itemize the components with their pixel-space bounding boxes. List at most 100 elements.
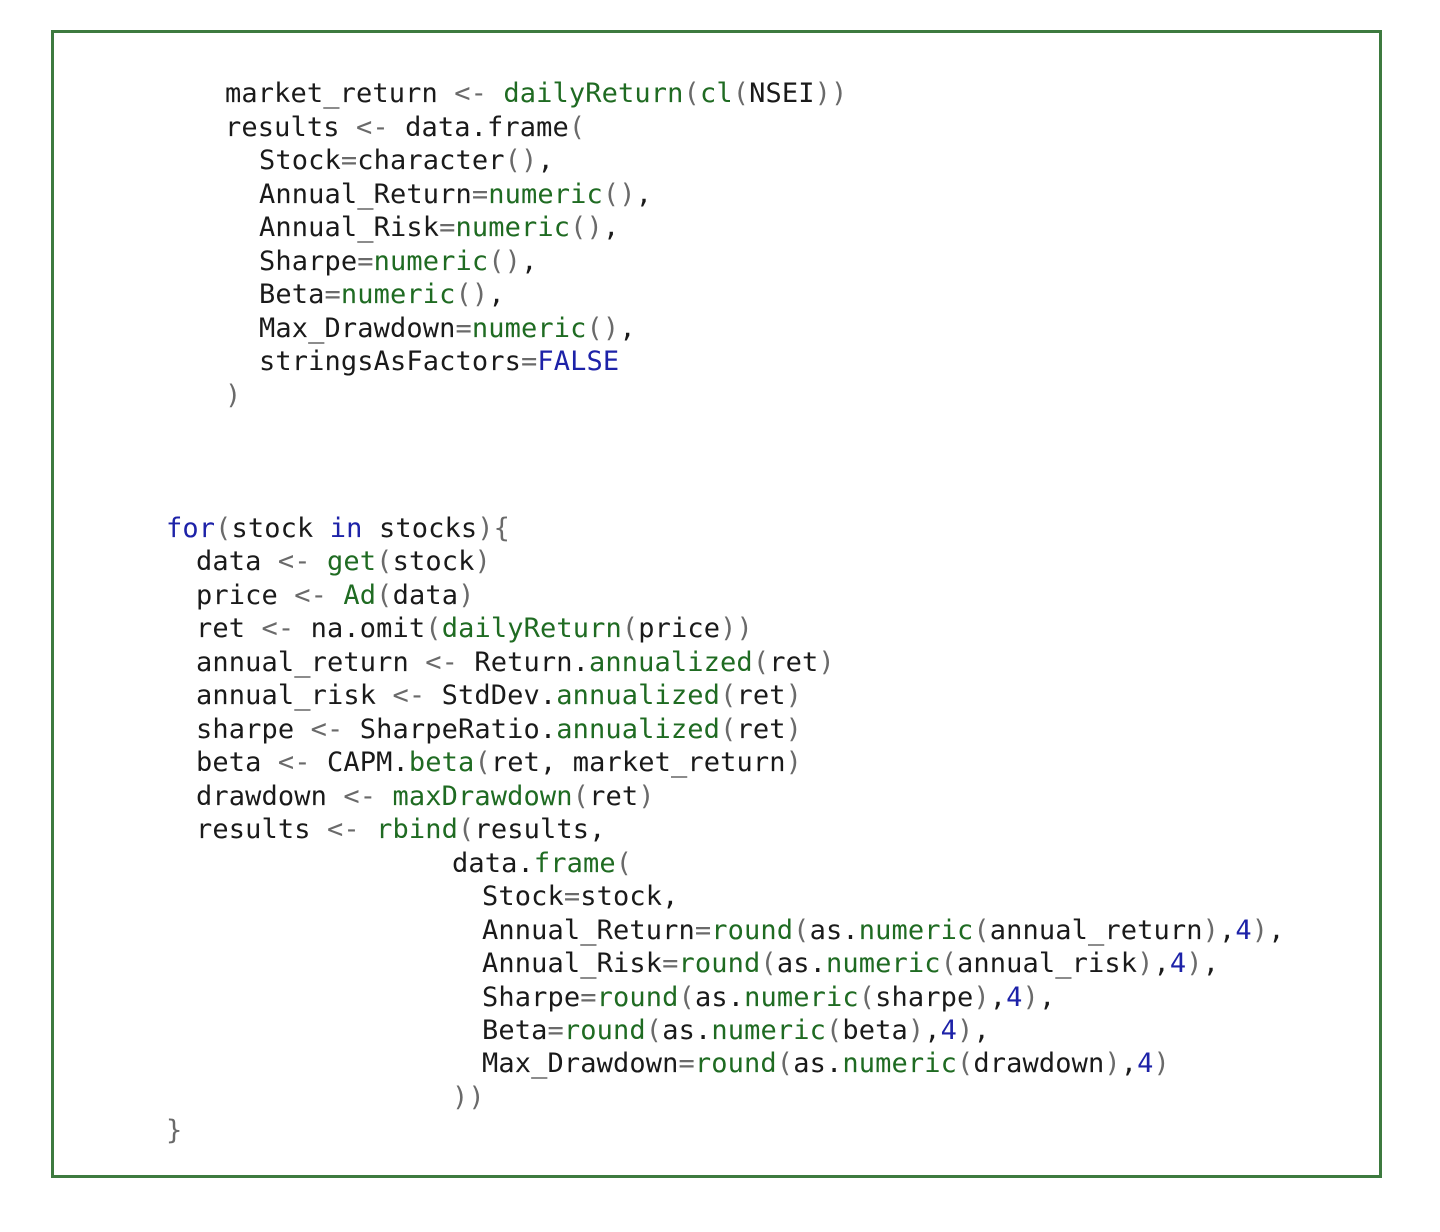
code-token: , bbox=[1268, 915, 1285, 946]
code-token: ) bbox=[907, 1015, 925, 1046]
code-token: = bbox=[694, 915, 712, 946]
code-token: 4 bbox=[1006, 982, 1023, 1013]
code-token: <- bbox=[277, 747, 328, 778]
code-token: ( bbox=[683, 78, 700, 109]
code-token: as. bbox=[809, 915, 859, 946]
code-token: Annual_Return bbox=[259, 179, 472, 210]
code-line: ) bbox=[225, 379, 241, 413]
code-token: ( bbox=[732, 78, 750, 109]
code-line: drawdown <- maxDrawdown(ret) bbox=[196, 780, 655, 814]
code-token: numeric bbox=[858, 915, 974, 946]
code-line: Annual_Return=numeric(), bbox=[259, 178, 652, 212]
code-token: ret bbox=[196, 613, 262, 644]
code-token: ( bbox=[825, 1015, 843, 1046]
code-token: , bbox=[521, 246, 538, 277]
code-token: numeric bbox=[373, 246, 489, 277]
code-token: stocks bbox=[362, 513, 478, 544]
code-token: ( bbox=[568, 112, 586, 143]
code-token: ( bbox=[215, 513, 232, 544]
code-line: )) bbox=[452, 1081, 485, 1115]
code-token: sharpe bbox=[875, 982, 974, 1013]
code-token: ) bbox=[1153, 1048, 1170, 1079]
code-line: Sharpe=round(as.numeric(sharpe),4), bbox=[482, 981, 1055, 1015]
code-token: annualized bbox=[556, 714, 721, 745]
code-token: <- bbox=[277, 546, 328, 577]
code-token: () bbox=[455, 279, 489, 310]
code-token: <- bbox=[454, 78, 504, 109]
code-line: results <- data.frame( bbox=[225, 111, 585, 145]
code-token: , bbox=[924, 1015, 941, 1046]
code-token: ( bbox=[858, 982, 876, 1013]
code-token: = bbox=[324, 279, 341, 310]
code-token: ) bbox=[1202, 915, 1220, 946]
code-token: ( bbox=[760, 948, 777, 979]
code-token: <- bbox=[343, 781, 393, 812]
code-token: <- bbox=[310, 714, 360, 745]
code-token: = bbox=[471, 179, 489, 210]
code-line: beta <- CAPM.beta(ret, market_return) bbox=[196, 746, 802, 780]
code-token: stock bbox=[231, 513, 330, 544]
code-token: ( bbox=[973, 915, 990, 946]
code-token: ret bbox=[769, 647, 819, 678]
code-token: , bbox=[1038, 982, 1056, 1013]
code-token: as. bbox=[776, 948, 826, 979]
code-token: round bbox=[711, 915, 794, 946]
code-line: Annual_Risk=numeric(), bbox=[259, 211, 619, 245]
code-token: ret, market_return bbox=[490, 747, 786, 778]
code-line: } bbox=[166, 1114, 182, 1148]
code-line: annual_return <- Return.annualized(ret) bbox=[196, 646, 835, 680]
code-token: ) bbox=[225, 380, 242, 411]
code-token: Stock bbox=[482, 881, 564, 912]
code-token: ( bbox=[752, 647, 770, 678]
code-token: sharpe bbox=[196, 714, 311, 745]
code-token: in bbox=[329, 513, 363, 544]
code-line: results <- rbind(results, bbox=[196, 813, 605, 847]
code-token: = bbox=[521, 346, 538, 377]
code-token: = bbox=[580, 982, 597, 1013]
code-token: ( bbox=[376, 580, 393, 611]
code-token: ( bbox=[376, 546, 393, 577]
code-line: Max_Drawdown=round(as.numeric(drawdown),… bbox=[482, 1047, 1170, 1081]
code-token: annualized bbox=[556, 680, 721, 711]
code-token: Max_Drawdown bbox=[259, 313, 456, 344]
code-token: ) bbox=[458, 580, 475, 611]
code-line: Stock=stock, bbox=[482, 880, 679, 914]
code-token: beta bbox=[842, 1015, 908, 1046]
code-token: ) bbox=[638, 781, 655, 812]
code-token: )) bbox=[452, 1082, 485, 1113]
code-line: Beta=numeric(), bbox=[259, 278, 505, 312]
code-token: numeric bbox=[842, 1048, 957, 1079]
code-token: results bbox=[225, 112, 357, 143]
code-token: Annual_Return bbox=[482, 915, 695, 946]
code-token: price bbox=[196, 580, 295, 611]
code-token: , bbox=[1153, 948, 1170, 979]
code-token: stock bbox=[392, 546, 475, 577]
code-token: data bbox=[196, 546, 278, 577]
code-token: () bbox=[586, 313, 620, 344]
code-token: () bbox=[602, 179, 636, 210]
code-token: , bbox=[973, 1015, 990, 1046]
code-token: ( bbox=[940, 948, 957, 979]
code-line: data.frame( bbox=[452, 847, 632, 881]
code-line: sharpe <- SharpeRatio.annualized(ret) bbox=[196, 713, 802, 747]
code-token: numeric bbox=[744, 982, 859, 1013]
code-token: ) bbox=[1137, 948, 1154, 979]
code-token: Sharpe bbox=[259, 246, 358, 277]
code-token: <- bbox=[392, 680, 442, 711]
code-token: annual_risk bbox=[196, 680, 393, 711]
code-token: ) bbox=[474, 546, 491, 577]
code-token: beta bbox=[196, 747, 278, 778]
code-token: rbind bbox=[376, 814, 459, 845]
code-token: , bbox=[1219, 915, 1236, 946]
code-token: ( bbox=[474, 747, 491, 778]
code-token: ) bbox=[1186, 948, 1203, 979]
code-token: CAPM. bbox=[327, 747, 409, 778]
code-token: Annual_Risk bbox=[259, 212, 440, 243]
code-token: ( bbox=[678, 982, 695, 1013]
code-token: results bbox=[196, 814, 328, 845]
code-token: ( bbox=[720, 680, 737, 711]
code-token: = bbox=[563, 881, 581, 912]
code-token: ) bbox=[785, 714, 802, 745]
code-token: () bbox=[504, 145, 538, 176]
code-line: Sharpe=numeric(), bbox=[259, 245, 537, 279]
